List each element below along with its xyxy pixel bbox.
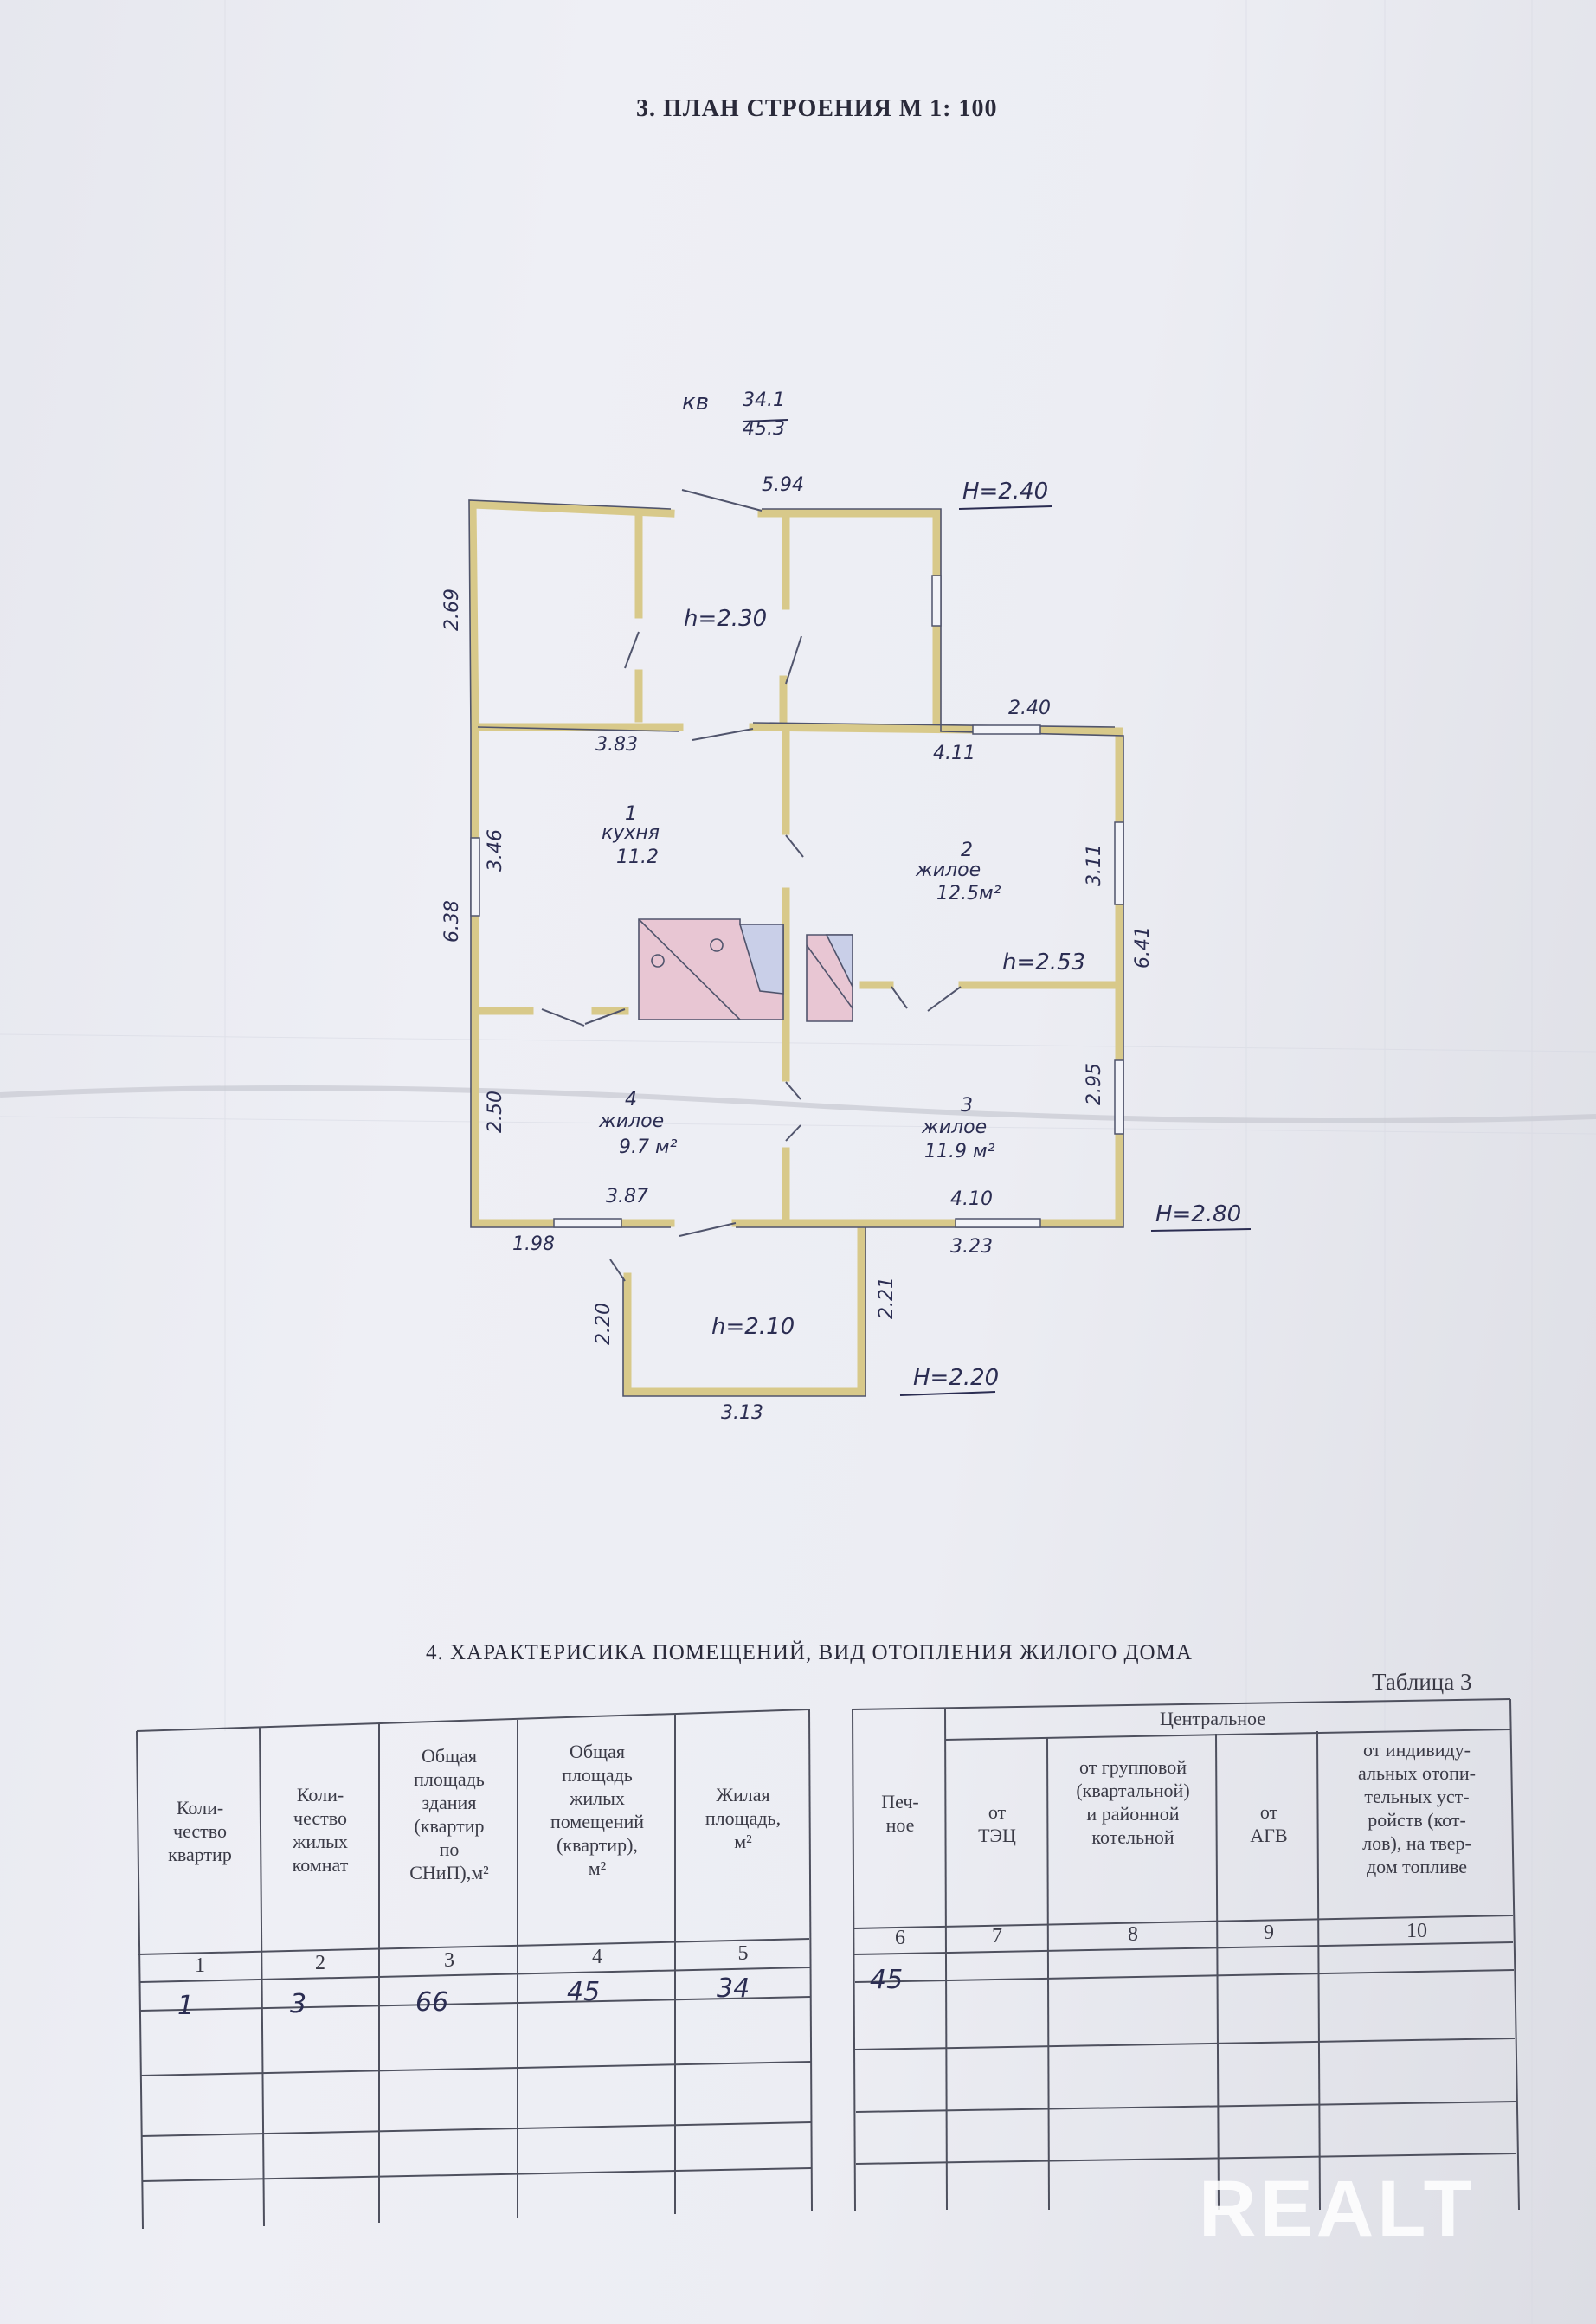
room2-name: жилое	[916, 859, 981, 881]
table-header-9: от АГВ	[1250, 1801, 1288, 1846]
kv-fraction-bar	[742, 419, 788, 422]
dim-room4-side: 2.50	[485, 1091, 506, 1133]
table-value-6: 45	[870, 1965, 904, 1995]
height-h240: H=2.40	[962, 479, 1049, 505]
dim-room2-side: 3.11	[1084, 844, 1105, 886]
kv-living-area: 34.1	[743, 389, 785, 411]
table-header-8: от групповой (квартальной) и районной ко…	[1076, 1756, 1190, 1848]
dim-left-upper: 2.69	[441, 589, 463, 631]
table-value-1: 1	[177, 1991, 195, 2021]
table-grid	[136, 1698, 1520, 2230]
dim-left-lower: 6.38	[441, 900, 463, 943]
dim-kitchen-side: 3.46	[485, 829, 506, 872]
kv-label: кв	[682, 389, 710, 415]
dim-room3-side: 2.95	[1084, 1063, 1105, 1105]
height-h220: H=2.20	[913, 1365, 1000, 1391]
height-h280: H=2.80	[1155, 1201, 1242, 1227]
table-colnum-9: 9	[1264, 1922, 1274, 1944]
table-colnum-1: 1	[195, 1954, 205, 1977]
dim-right-step-lower: 4.11	[933, 743, 975, 764]
section4-title: 4. ХАРАКТЕРИСИКА ПОМЕЩЕНИЙ, ВИД ОТОПЛЕНИ…	[426, 1641, 1193, 1664]
kv-total-area: 45.3	[743, 418, 785, 440]
table-colnum-7: 7	[992, 1925, 1002, 1947]
table-header-3: Общая площадь здания (квартир по СНиП),м…	[409, 1745, 489, 1883]
table-header-6: Печ- ное	[881, 1791, 919, 1836]
table-group-header: Центральное	[1160, 1708, 1266, 1729]
dim-porch-left: 2.20	[593, 1303, 615, 1345]
table-caption: Таблица 3	[1372, 1669, 1472, 1695]
stove-block	[638, 918, 853, 1022]
section3-title: 3. ПЛАН СТРОЕНИЯ М 1: 100	[636, 95, 998, 122]
table-header-7: от ТЭЦ	[978, 1801, 1016, 1846]
table-value-5: 34	[717, 1973, 750, 2004]
room1-area: 11.2	[616, 847, 659, 868]
plan-windows	[470, 575, 1124, 1228]
dim-porch-right: 2.21	[876, 1277, 898, 1319]
plan-doors	[541, 489, 962, 1282]
room2-area: 12.5м²	[936, 883, 1001, 904]
dim-right-full: 6.41	[1132, 926, 1154, 969]
room4-number: 4	[625, 1089, 637, 1110]
room3-name: жилое	[922, 1117, 988, 1138]
height-h230: h=2.30	[684, 606, 768, 632]
table-colnum-6: 6	[895, 1927, 905, 1949]
table-colnum-10: 10	[1406, 1920, 1427, 1942]
height-h210: h=2.10	[711, 1314, 795, 1340]
table-colnum-5: 5	[737, 1942, 749, 1965]
room2-number: 2	[961, 840, 973, 861]
dim-bottom-right: 4.10	[950, 1188, 993, 1210]
room4-area: 9.7 м²	[619, 1136, 678, 1158]
table-colnum-2: 2	[315, 1952, 325, 1974]
room1-number: 1	[625, 803, 637, 825]
dim-bottom-right-out: 3.23	[950, 1236, 993, 1258]
dim-bottom-left: 3.87	[606, 1186, 648, 1207]
table-header-5: Жилая площадь, м²	[705, 1784, 782, 1852]
room3-area: 11.9 м²	[924, 1141, 995, 1162]
dim-right-step: 2.40	[1008, 698, 1051, 719]
plan-wall-outlines	[468, 499, 1124, 1397]
fold-line	[0, 1085, 1596, 1123]
realt-watermark: REALT	[1199, 2165, 1476, 2253]
table-header-4: Общая площадь жилых помещений (квартир),…	[550, 1741, 645, 1879]
table-header-1: Коли- чество квартир	[168, 1797, 232, 1865]
table-colnum-4: 4	[592, 1946, 602, 1968]
height-h253: h=2.53	[1002, 950, 1086, 975]
table-value-4: 45	[567, 1977, 601, 2007]
table-colnum-3: 3	[444, 1949, 454, 1972]
table-value-3: 66	[415, 1987, 449, 2018]
plan-walls	[468, 500, 1123, 1396]
dim-top: 5.94	[762, 474, 804, 496]
room4-name: жилое	[599, 1110, 665, 1132]
table-value-2: 3	[290, 1989, 307, 2019]
dim-upper-room-bottom: 3.83	[595, 734, 638, 756]
room3-number: 3	[961, 1095, 973, 1117]
height-marker-lines	[899, 505, 1252, 1396]
room1-name: кухня	[602, 822, 660, 844]
table-header-10: от индивиду- альных отопи- тельных уст- …	[1358, 1739, 1476, 1877]
table-colnum-8: 8	[1128, 1923, 1138, 1946]
dim-porch-bottom: 3.13	[721, 1402, 763, 1424]
table-header-2: Коли- чество жилых комнат	[292, 1784, 349, 1876]
dim-bottom-left-out: 1.98	[512, 1233, 555, 1255]
